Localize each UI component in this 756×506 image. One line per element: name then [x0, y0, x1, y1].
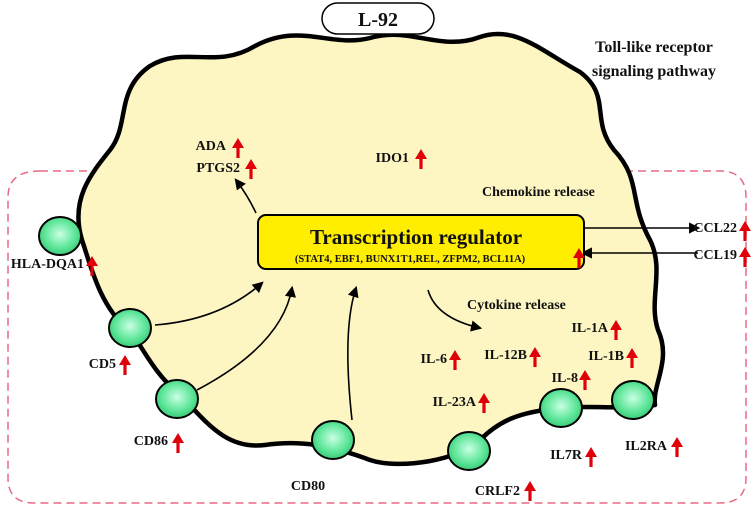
- gene-il-1b: IL-1B: [588, 349, 624, 364]
- chemokine-release-label: Chemokine release: [482, 185, 595, 200]
- pathway-title-line2: signaling pathway: [592, 63, 716, 80]
- regulator-subtitle: (STAT4, EBF1, BUNX1T1,REL, ZFPM2, BCL11A…: [295, 254, 526, 265]
- pathway-title-line1: Toll-like receptor: [595, 39, 713, 56]
- red-up-arrow-icon: [119, 355, 131, 375]
- red-up-arrow-icon: [524, 481, 536, 501]
- dashed-boundary: [7, 170, 747, 504]
- gene-ido1: IDO1: [376, 151, 409, 166]
- regulator-title: Transcription regulator: [310, 225, 522, 249]
- gene-ccl22: CCL22: [693, 221, 737, 236]
- membrane-receptors: [38, 216, 655, 471]
- receptor-crlf2: [447, 431, 491, 471]
- gene-labels: ADA PTGS2 IDO1 CCL22 CCL19 HLA-DQA1 CD5 …: [11, 138, 751, 501]
- gene-crlf2: CRLF2: [475, 484, 520, 499]
- gene-il-6: IL-6: [421, 352, 447, 367]
- gene-ccl19: CCL19: [693, 248, 737, 263]
- gene-ptgs2: PTGS2: [196, 161, 240, 176]
- receptor-cd5: [108, 308, 152, 348]
- cell-label: L-92: [358, 9, 398, 31]
- receptor-il2ra: [611, 380, 655, 420]
- gene-il-8: IL-8: [552, 371, 578, 386]
- arrow-cd80-to-regulator: [347, 285, 359, 421]
- gene-il-1a: IL-1A: [571, 321, 608, 336]
- red-up-arrow-icon: [172, 433, 184, 453]
- receptor-cd80: [311, 420, 355, 460]
- cytokine-release-label: Cytokine release: [467, 298, 566, 313]
- gene-il-12b: IL-12B: [484, 348, 527, 363]
- gene-il-23a: IL-23A: [432, 395, 476, 410]
- arrow-cd5-to-regulator: [154, 281, 264, 326]
- connector-arrows: [154, 178, 701, 421]
- gene-il7r: IL7R: [550, 448, 583, 463]
- transcription-regulator-box: [257, 214, 585, 270]
- arrow-cd86-to-regulator: [196, 285, 296, 391]
- red-up-arrow-icon: [671, 437, 683, 457]
- gene-hla-dqa1: HLA-DQA1: [11, 257, 84, 272]
- gene-cd80: CD80: [291, 479, 325, 494]
- gene-ada: ADA: [196, 139, 227, 154]
- receptor-cd86: [155, 379, 199, 419]
- cell-label-pill: [321, 2, 435, 35]
- receptor-il7r: [539, 388, 583, 428]
- gene-il2ra: IL2RA: [625, 439, 668, 454]
- red-up-arrow-icon: [739, 247, 751, 267]
- gene-cd86: CD86: [134, 434, 168, 449]
- gene-cd5: CD5: [89, 357, 116, 372]
- red-up-arrow-icon: [739, 221, 751, 241]
- red-up-arrow-icon: [585, 447, 597, 467]
- arrow-to-cytokine: [427, 289, 483, 332]
- arrow-to-ptgs2: [234, 178, 257, 214]
- receptor-hla-dqa1: [38, 216, 82, 256]
